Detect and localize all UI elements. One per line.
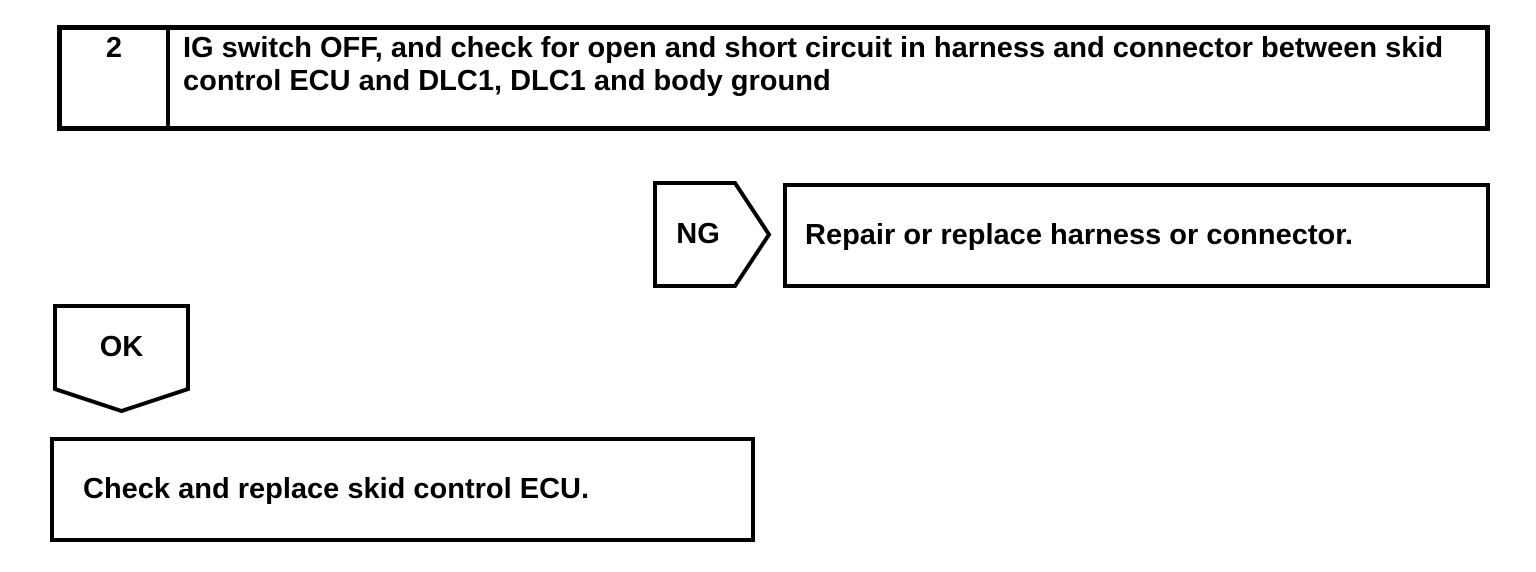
step-box: 2 IG switch OFF, and check for open and …: [57, 25, 1490, 131]
ng-action-box: Repair or replace harness or connector.: [783, 183, 1490, 288]
step-instruction: IG switch OFF, and check for open and sh…: [183, 32, 1444, 97]
ok-label: OK: [99, 330, 144, 363]
result-box: Check and replace skid control ECU.: [50, 437, 755, 542]
step-instruction-cell: IG switch OFF, and check for open and sh…: [170, 30, 1485, 126]
pentagon-down-arrow-icon: [53, 304, 190, 413]
ng-label: NG: [676, 218, 720, 250]
ok-connector: OK: [53, 304, 190, 413]
result-text: Check and replace skid control ECU.: [83, 473, 590, 505]
pentagon-right-arrow-icon: [653, 181, 772, 288]
step-number: 2: [105, 32, 123, 64]
ng-action-text: Repair or replace harness or connector.: [805, 219, 1353, 251]
ng-connector: NG: [653, 181, 772, 288]
step-number-cell: 2: [62, 30, 170, 126]
